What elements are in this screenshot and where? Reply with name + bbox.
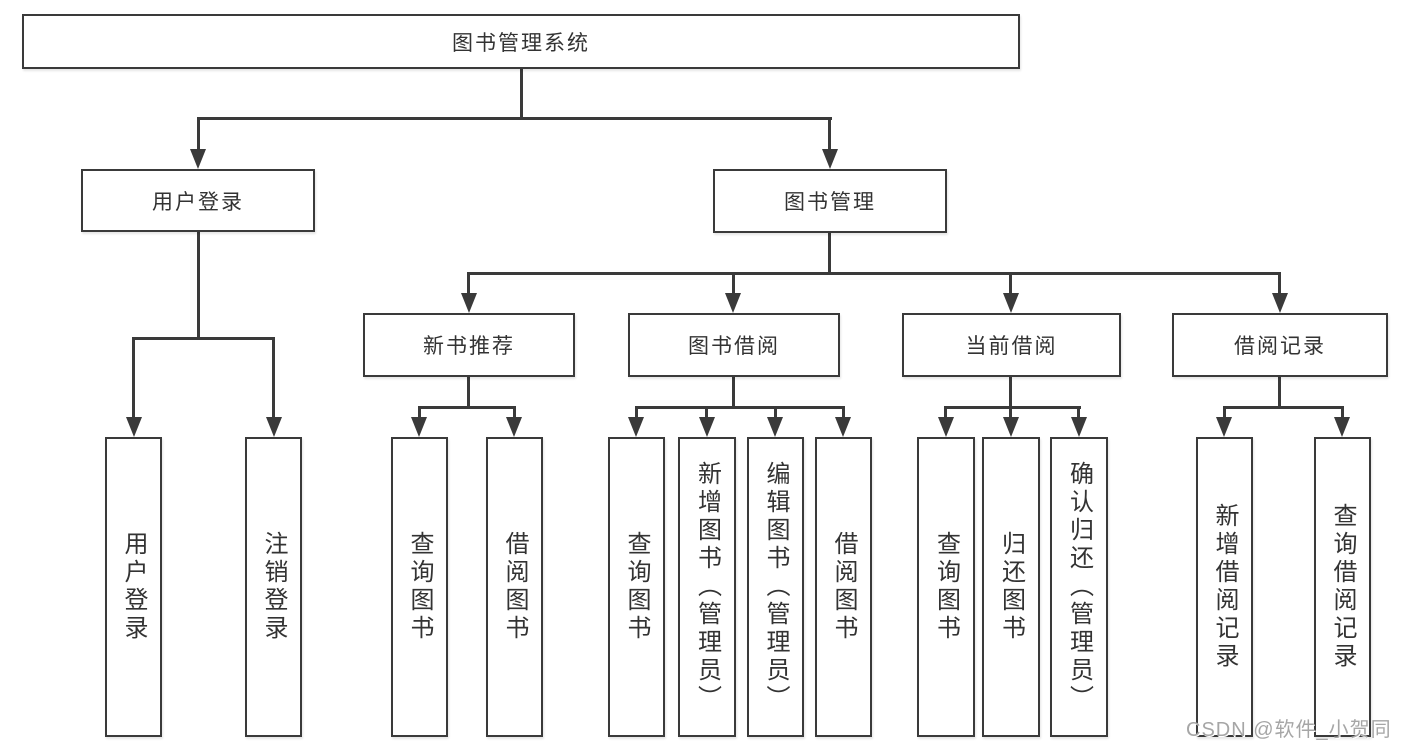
connector-bookmgmt-stem — [828, 232, 831, 274]
node-leaf-query-book-3: 查询图书 — [917, 437, 975, 737]
connector-drop — [197, 117, 200, 153]
node-leaf-query-book-2: 查询图书 — [608, 437, 665, 737]
connector-drop — [1278, 272, 1281, 302]
connector-borrow-stem — [732, 376, 735, 408]
connector-userlogin-stem — [197, 230, 200, 338]
down-arrowhead — [767, 417, 783, 437]
node-leaf-user-login: 用户登录 — [105, 437, 162, 737]
node-leaf-borrow-book-1: 借阅图书 — [486, 437, 543, 737]
connector-drop — [1009, 406, 1012, 426]
csdn-watermark: CSDN @软件_小贺同学 — [1186, 719, 1392, 741]
connector-drop — [1341, 406, 1344, 426]
node-leaf-query-borrow-record: 查询借阅记录 — [1314, 437, 1371, 737]
down-arrowhead — [1003, 293, 1019, 313]
connector-drop — [774, 406, 777, 426]
down-arrowhead — [461, 293, 477, 313]
connector-level3-bar — [467, 272, 1281, 275]
connector-records-bar — [1223, 406, 1344, 409]
connector-records-stem — [1278, 376, 1281, 408]
down-arrowhead — [938, 417, 954, 437]
node-leaf-query-book-1: 查询图书 — [391, 437, 448, 737]
connector-drop — [272, 337, 275, 425]
node-book-management: 图书管理 — [713, 169, 947, 233]
node-leaf-borrow-book-2: 借阅图书 — [815, 437, 872, 737]
node-leaf-edit-book-admin: 编辑图书（管理员） — [747, 437, 804, 737]
down-arrowhead — [1216, 417, 1232, 437]
down-arrowhead — [1071, 417, 1087, 437]
connector-drop — [1223, 406, 1226, 426]
down-arrowhead — [725, 293, 741, 313]
node-root-system: 图书管理系统 — [22, 14, 1020, 69]
node-new-book-recommend: 新书推荐 — [363, 313, 575, 377]
connector-current-stem — [1009, 376, 1012, 408]
connector-current-bar — [944, 406, 1081, 409]
connector-drop — [513, 406, 516, 426]
connector-drop — [705, 406, 708, 426]
connector-drop — [732, 272, 735, 302]
down-arrowhead — [1272, 293, 1288, 313]
connector-root-stem — [520, 68, 523, 119]
connector-drop — [635, 406, 638, 426]
node-leaf-add-borrow-record: 新增借阅记录 — [1196, 437, 1253, 737]
node-leaf-add-book-admin: 新增图书（管理员） — [678, 437, 736, 737]
down-arrowhead — [266, 417, 282, 437]
node-book-borrowing: 图书借阅 — [628, 313, 840, 377]
connector-borrow-bar — [635, 406, 845, 409]
connector-drop — [1077, 406, 1080, 426]
node-leaf-return-book: 归还图书 — [982, 437, 1040, 737]
node-leaf-confirm-return-admin: 确认归还（管理员） — [1050, 437, 1108, 737]
connector-userlogin-bar — [132, 337, 275, 340]
down-arrowhead — [190, 149, 206, 169]
connector-drop — [132, 337, 135, 425]
down-arrowhead — [822, 149, 838, 169]
node-leaf-logout: 注销登录 — [245, 437, 302, 737]
down-arrowhead — [699, 417, 715, 437]
down-arrowhead — [1334, 417, 1350, 437]
down-arrowhead — [126, 417, 142, 437]
connector-newbook-stem — [467, 376, 470, 408]
connector-drop — [418, 406, 421, 426]
down-arrowhead — [1003, 417, 1019, 437]
down-arrowhead — [628, 417, 644, 437]
down-arrowhead — [411, 417, 427, 437]
connector-drop — [842, 406, 845, 426]
node-borrowing-records: 借阅记录 — [1172, 313, 1388, 377]
connector-drop — [828, 117, 831, 153]
connector-drop — [944, 406, 947, 426]
connector-drop — [467, 272, 470, 302]
connector-newbook-bar — [418, 406, 516, 409]
down-arrowhead — [835, 417, 851, 437]
node-user-login: 用户登录 — [81, 169, 315, 232]
down-arrowhead — [506, 417, 522, 437]
connector-drop — [1009, 272, 1012, 302]
connector-level2-bar — [197, 117, 832, 120]
node-current-borrowing: 当前借阅 — [902, 313, 1121, 377]
